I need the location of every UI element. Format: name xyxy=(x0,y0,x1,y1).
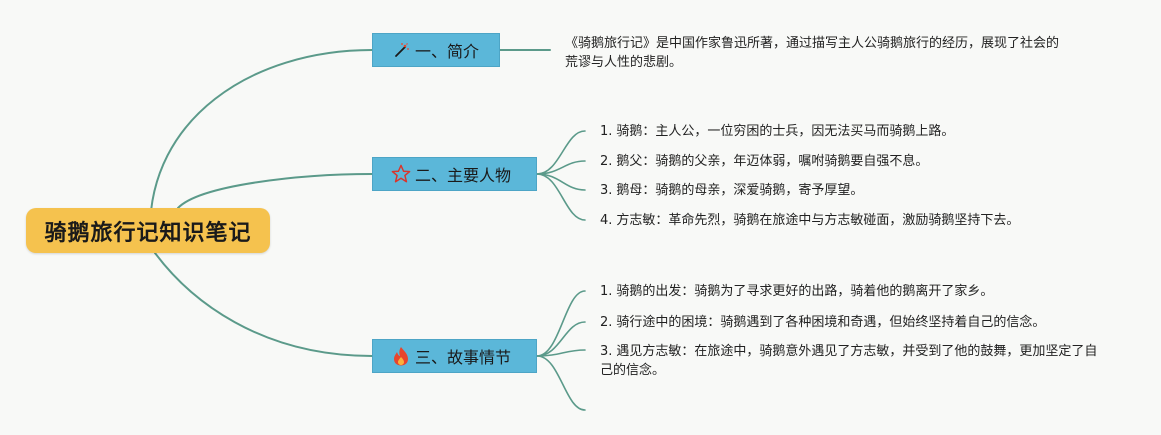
root-topic[interactable]: 骑鹅旅行记知识笔记 xyxy=(26,208,270,253)
connector-plot-1 xyxy=(536,290,586,357)
character-item: 1.骑鹅：主人公，一位穷困的士兵，因无法买马而骑鹅上路。 xyxy=(600,122,954,141)
root-title: 骑鹅旅行记知识笔记 xyxy=(44,220,252,246)
item-number: 3. xyxy=(600,183,613,198)
magic-wand-icon xyxy=(391,40,411,60)
item-number: 2. xyxy=(600,154,613,169)
branch-plot-label: 三、故事情节 xyxy=(415,348,512,367)
plot-item: 3.遇见方志敏：在旅途中，骑鹅意外遇见了方志敏，并受到了他的鼓舞，更加坚定了自己… xyxy=(600,342,1100,380)
branch-characters[interactable]: 二、主要人物 xyxy=(372,157,537,191)
star-outline-icon xyxy=(391,164,411,184)
connector-root-characters xyxy=(177,173,373,209)
item-text: 遇见方志敏：在旅途中，骑鹅意外遇见了方志敏，并受到了他的鼓舞，更加坚定了自己的信… xyxy=(600,344,1098,378)
connector-root-plot xyxy=(154,252,373,357)
item-number: 2. xyxy=(600,315,613,330)
branch-plot[interactable]: 三、故事情节 xyxy=(372,339,537,373)
character-item: 2.鹅父：骑鹅的父亲，年迈体弱，嘱咐骑鹅要自强不息。 xyxy=(600,152,928,171)
branch-intro-label: 一、简介 xyxy=(415,42,480,61)
connector-plot-3 xyxy=(536,349,586,357)
item-text: 骑行途中的困境：骑鹅遇到了各种困境和奇遇，但始终坚持着自己的信念。 xyxy=(616,315,1046,330)
connector-char-4 xyxy=(536,173,586,221)
item-text: 骑鹅：主人公，一位穷困的士兵，因无法买马而骑鹅上路。 xyxy=(616,124,955,139)
item-number: 1. xyxy=(600,284,613,299)
item-text: 鹅父：骑鹅的父亲，年迈体弱，嘱咐骑鹅要自强不息。 xyxy=(616,154,929,169)
connector-plot-4 xyxy=(536,355,586,411)
branch-intro[interactable]: 一、简介 xyxy=(372,33,500,67)
item-text: 方志敏：革命先烈，骑鹅在旅途中与方志敏碰面，激励骑鹅坚持下去。 xyxy=(616,213,1020,228)
item-text: 骑鹅的出发：骑鹅为了寻求更好的出路，骑着他的鹅离开了家乡。 xyxy=(616,284,994,299)
character-item: 3.鹅母：骑鹅的母亲，深爱骑鹅，寄予厚望。 xyxy=(600,181,863,200)
fire-icon xyxy=(391,346,411,366)
branch-characters-label: 二、主要人物 xyxy=(415,166,512,185)
intro-summary: 《骑鹅旅行记》是中国作家鲁迅所著，通过描写主人公骑鹅旅行的经历，展现了社会的荒谬… xyxy=(565,36,1060,70)
item-number: 1. xyxy=(600,124,613,139)
plot-item: 1.骑鹅的出发：骑鹅为了寻求更好的出路，骑着他的鹅离开了家乡。 xyxy=(600,282,993,301)
connector-root-intro xyxy=(149,49,373,231)
item-number: 3. xyxy=(600,344,613,359)
item-text: 鹅母：骑鹅的母亲，深爱骑鹅，寄予厚望。 xyxy=(616,183,864,198)
item-number: 4. xyxy=(600,213,613,228)
connector-char-1 xyxy=(536,130,586,175)
plot-item: 2.骑行途中的困境：骑鹅遇到了各种困境和奇遇，但始终坚持着自己的信念。 xyxy=(600,313,1045,332)
character-item: 4.方志敏：革命先烈，骑鹅在旅途中与方志敏碰面，激励骑鹅坚持下去。 xyxy=(600,211,1019,230)
